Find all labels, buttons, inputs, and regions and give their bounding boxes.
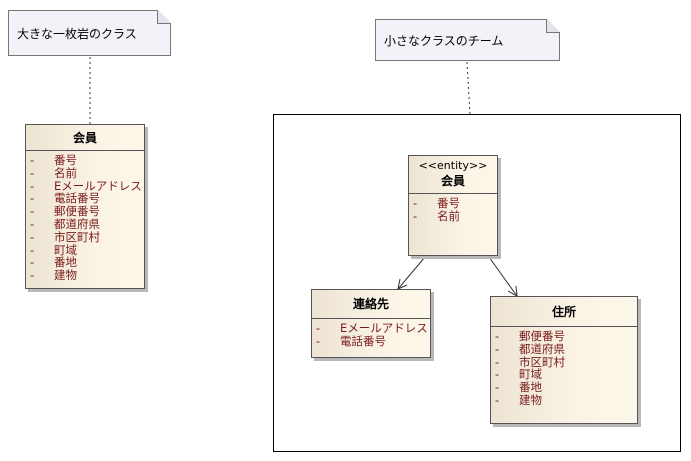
attribute-visibility: - xyxy=(30,153,35,167)
attribute-row: - 郵便番号 xyxy=(491,330,637,343)
attribute-row: - 番号 xyxy=(409,197,497,210)
attribute-name: 電話番号 xyxy=(340,333,386,348)
attribute-name: Eメールアドレス xyxy=(54,178,142,193)
class-monolith-member-name: 会員 xyxy=(26,125,144,151)
attribute-row: - 郵便番号 xyxy=(26,205,144,218)
attribute-row: - 市区町村 xyxy=(26,229,144,244)
class-address[interactable]: 住所 - 郵便番号 - 都道府県 - 市区町村 - 町域 - 番地 - 建物 xyxy=(490,296,638,424)
attribute-visibility: - xyxy=(413,196,418,210)
attribute-row: - 番地 xyxy=(491,381,637,394)
attribute-name: 番号 xyxy=(437,196,460,210)
class-monolith-member-attributes: - 番号 - 名前 - Eメールアドレス - 電話番号 - 郵便番号 - 都道府県 - 市区町村 - 町域 - 番… xyxy=(26,151,144,282)
attribute-name: 建物 xyxy=(519,392,542,407)
attribute-visibility: - xyxy=(316,321,321,335)
attribute-visibility: - xyxy=(495,392,500,407)
class-entity-member-attributes: - 番号 - 名前 xyxy=(409,194,497,223)
attribute-row: - 名前 xyxy=(409,208,497,223)
attribute-row: - 番号 xyxy=(26,154,144,167)
attribute-name: 番地 xyxy=(54,255,77,270)
attribute-row: - 建物 xyxy=(26,269,144,282)
attribute-row: - Eメールアドレス xyxy=(26,178,144,193)
class-contact[interactable]: 連絡先 - Eメールアドレス - 電話番号 xyxy=(311,289,431,358)
attribute-row: - 建物 xyxy=(491,394,637,407)
class-contact-name: 連絡先 xyxy=(312,290,430,319)
attribute-visibility: - xyxy=(30,178,35,193)
attribute-row: - 都道府県 xyxy=(26,218,144,231)
class-entity-member-stereotype: <<entity>> xyxy=(418,159,488,172)
attribute-name: 市区町村 xyxy=(54,229,100,244)
attribute-name: 番地 xyxy=(519,380,542,395)
attribute-row: - 電話番号 xyxy=(312,333,430,348)
attribute-row: - 町域 xyxy=(491,368,637,381)
attribute-visibility: - xyxy=(413,208,418,223)
attribute-row: - 電話番号 xyxy=(26,192,144,205)
attribute-name: 建物 xyxy=(54,268,77,283)
attribute-name: 郵便番号 xyxy=(519,329,565,343)
attribute-row: - Eメールアドレス xyxy=(312,322,430,335)
class-entity-member[interactable]: <<entity>> 会員 - 番号 - 名前 xyxy=(408,155,498,256)
attribute-visibility: - xyxy=(30,191,35,206)
class-address-name: 住所 xyxy=(491,297,637,327)
attribute-name: 都道府県 xyxy=(54,216,100,231)
attribute-row: - 番地 xyxy=(26,256,144,269)
attribute-visibility: - xyxy=(30,242,35,257)
attribute-name: 名前 xyxy=(54,165,77,180)
attribute-visibility: - xyxy=(495,354,500,369)
attribute-name: 電話番号 xyxy=(54,191,100,206)
note-team-text: 小さなクラスのチーム xyxy=(384,33,504,48)
attribute-name: 都道府県 xyxy=(519,341,565,356)
team-frame xyxy=(273,114,681,452)
attribute-visibility: - xyxy=(30,216,35,231)
note-team[interactable]: 小さなクラスのチーム xyxy=(375,19,560,61)
attribute-name: 番号 xyxy=(54,153,77,167)
note-anchor-right xyxy=(466,61,471,115)
attribute-name: 郵便番号 xyxy=(54,204,100,219)
attribute-visibility: - xyxy=(30,229,35,244)
attribute-row: - 名前 xyxy=(26,165,144,180)
attribute-visibility: - xyxy=(30,268,35,283)
attribute-name: 名前 xyxy=(437,208,460,223)
class-contact-attributes: - Eメールアドレス - 電話番号 xyxy=(312,319,430,348)
attribute-visibility: - xyxy=(30,165,35,180)
attribute-visibility: - xyxy=(495,329,500,343)
attribute-visibility: - xyxy=(495,380,500,395)
attribute-name: 町域 xyxy=(519,367,542,382)
class-entity-member-name: 会員 xyxy=(440,174,465,188)
attribute-row: - 都道府県 xyxy=(491,341,637,356)
note-monolith[interactable]: 大きな一枚岩のクラス xyxy=(8,10,171,56)
attribute-visibility: - xyxy=(30,255,35,270)
class-entity-member-header: <<entity>> 会員 xyxy=(409,156,497,194)
attribute-name: Eメールアドレス xyxy=(340,321,428,335)
attribute-row: - 町域 xyxy=(26,242,144,257)
attribute-name: 町域 xyxy=(54,242,77,257)
attribute-visibility: - xyxy=(316,333,321,348)
note-monolith-text: 大きな一枚岩のクラス xyxy=(17,26,137,41)
attribute-visibility: - xyxy=(495,367,500,382)
class-monolith-member[interactable]: 会員 - 番号 - 名前 - Eメールアドレス - 電話番号 - 郵便番号 - 都道府県 - 市区町村 - 町… xyxy=(25,124,145,289)
attribute-visibility: - xyxy=(30,204,35,219)
class-address-attributes: - 郵便番号 - 都道府県 - 市区町村 - 町域 - 番地 - 建物 xyxy=(491,327,637,407)
attribute-visibility: - xyxy=(495,341,500,356)
attribute-name: 市区町村 xyxy=(519,354,565,369)
attribute-row: - 市区町村 xyxy=(491,354,637,369)
